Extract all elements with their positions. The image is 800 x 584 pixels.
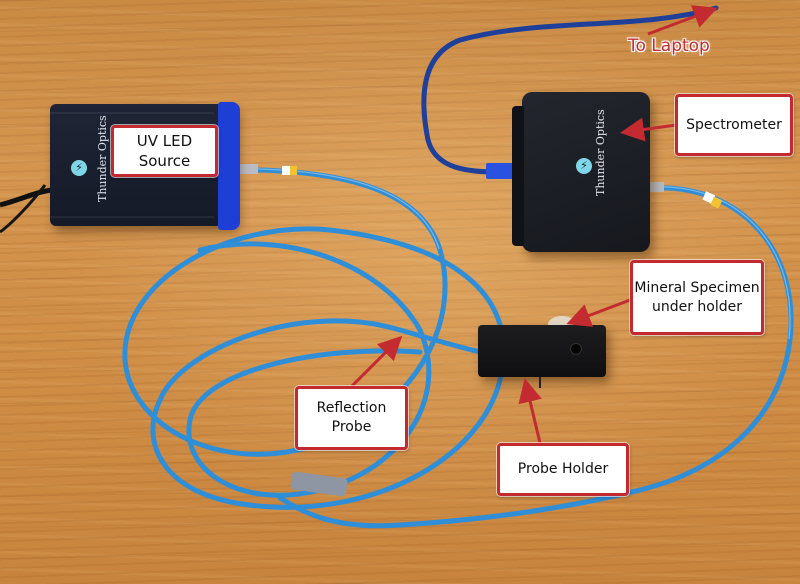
spectrometer-callout: Spectrometer [675, 94, 793, 156]
probe-holder-callout: Probe Holder [497, 443, 629, 496]
cable-ferrule [290, 471, 348, 497]
usb-cable [421, 5, 719, 175]
power-cable [0, 187, 53, 208]
to-laptop-label: To Laptop [628, 36, 710, 56]
arrow-spectrometer [620, 117, 677, 142]
uv-source-endcap [218, 102, 240, 230]
lightning-logo-icon: ⚡ [576, 158, 592, 174]
fiber-cable-spectrometer [277, 185, 794, 529]
holder-hole [570, 343, 582, 355]
arrow-to-laptop [647, 5, 718, 36]
fiber-cable-source [122, 167, 507, 510]
power-cable-2 [0, 184, 47, 234]
lightning-logo-icon: ⚡ [71, 160, 87, 176]
sma-connector-spectrometer [648, 182, 664, 192]
mineral-specimen-callout: Mineral Specimen under holder [630, 260, 764, 335]
uv-led-source-callout: UV LED Source [111, 125, 218, 177]
arrow-reflection-probe [350, 335, 403, 388]
sma-connector-source [234, 164, 258, 174]
probe-holder-device [478, 325, 606, 377]
arrow-probe-holder [518, 378, 542, 444]
reflection-probe-callout: Reflection Probe [295, 386, 408, 450]
arrow-mineral [566, 298, 631, 327]
